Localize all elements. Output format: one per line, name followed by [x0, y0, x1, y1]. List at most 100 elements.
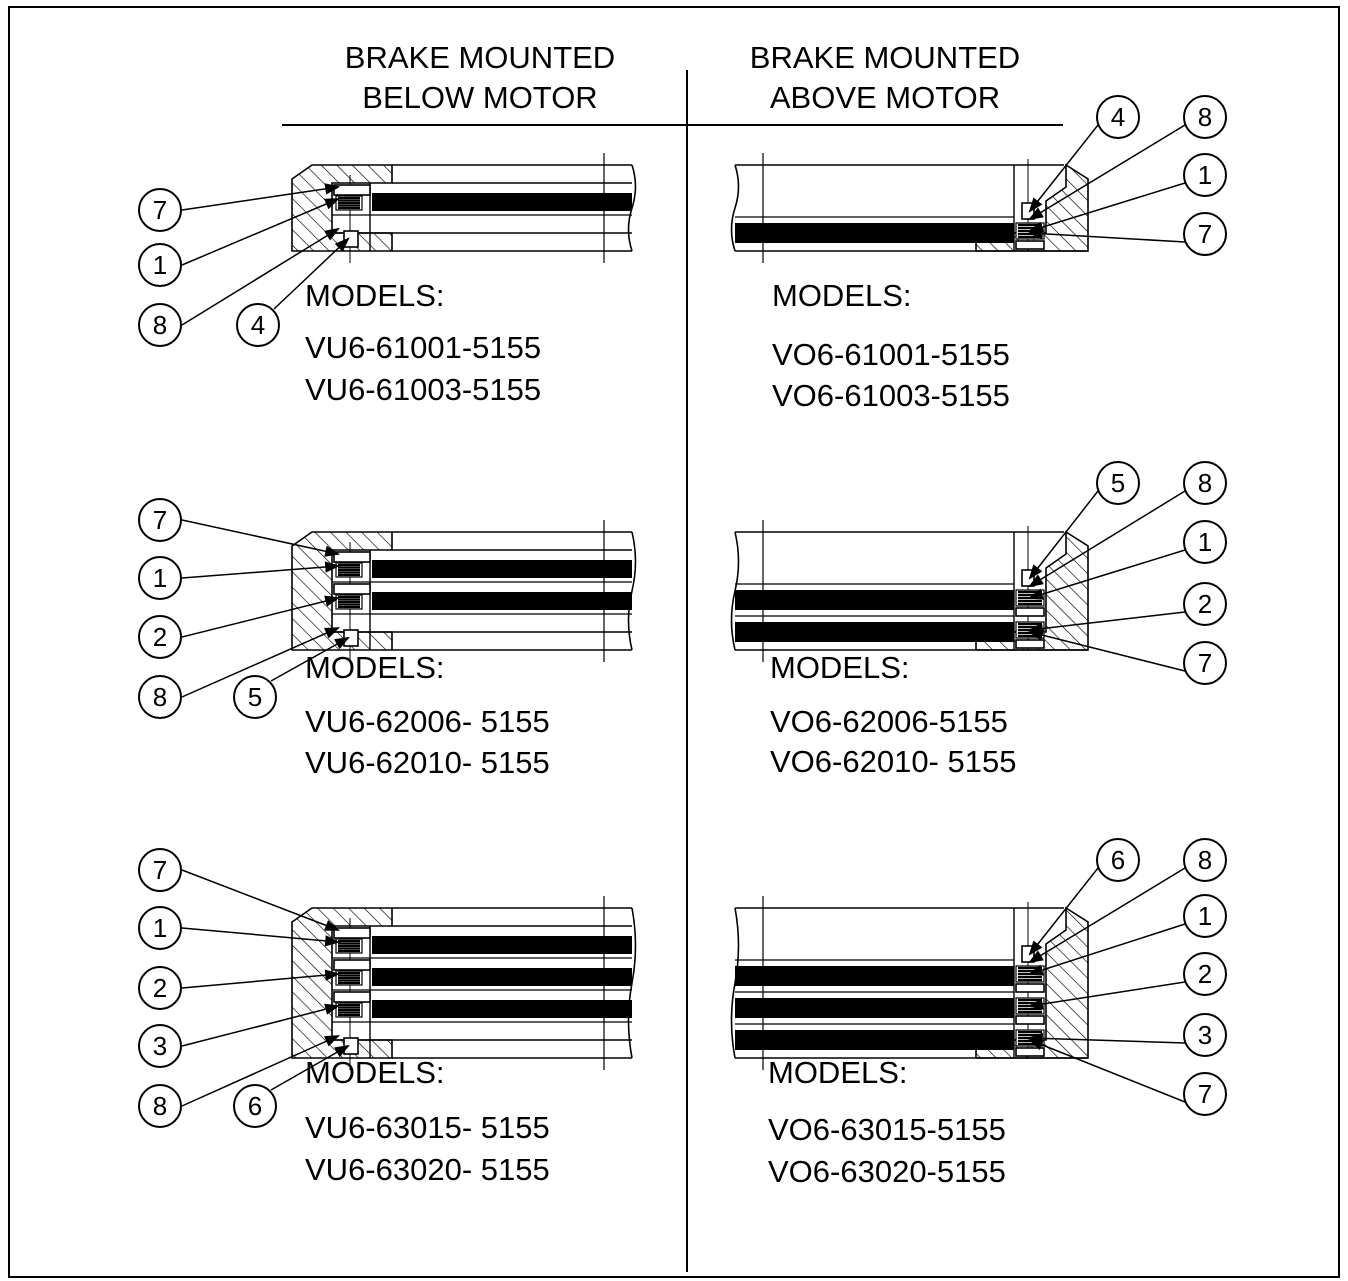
callout-1-3: 8 [138, 303, 182, 347]
break-line [730, 164, 740, 252]
callout-leader [181, 565, 339, 579]
callout-arrowhead [1028, 197, 1043, 213]
models-label-1: MODELS: [305, 278, 445, 313]
brake-section-3 [181, 519, 637, 698]
callout-leader [181, 869, 339, 931]
callout-arrowhead [324, 920, 341, 931]
callout-leader [181, 1035, 339, 1107]
brake-disc [372, 193, 632, 211]
callout-arrowhead [324, 1035, 341, 1047]
callout-leader [1029, 124, 1099, 212]
model-number-4-b: VO6-62010- 5155 [770, 744, 1017, 779]
model-number-2-a: VO6-61001-5155 [772, 337, 1010, 372]
callout-leader [1029, 490, 1186, 587]
callout-arrowhead [324, 1003, 341, 1015]
friction-plate [333, 583, 371, 595]
callout-leader [1029, 867, 1186, 963]
callout-leader [181, 927, 339, 943]
callout-leader [181, 186, 339, 211]
callout-leader [1029, 611, 1186, 631]
callout-6-3: 1 [1183, 894, 1227, 938]
callout-1-1: 7 [138, 188, 182, 232]
model-number-6-a: VO6-63015-5155 [768, 1112, 1006, 1147]
callout-leader [1029, 1037, 1186, 1044]
callout-leader [181, 597, 339, 638]
callout-arrowhead [324, 969, 341, 981]
callout-6-6: 7 [1183, 1072, 1227, 1116]
friction-plate [1015, 1047, 1045, 1057]
callout-leader [181, 228, 339, 326]
callout-5-4: 3 [138, 1024, 182, 1068]
brake-disc [735, 1030, 1014, 1050]
friction-plate [333, 991, 371, 1003]
callout-4-4: 2 [1183, 582, 1227, 626]
callout-4-3: 1 [1183, 520, 1227, 564]
brake-disc [735, 622, 1014, 642]
spring [335, 562, 363, 578]
brake-disc [372, 936, 632, 954]
callout-arrowhead [1028, 564, 1043, 580]
callout-arrowhead [334, 237, 350, 252]
callout-2-2: 8 [1183, 95, 1227, 139]
header-right: BRAKE MOUNTED ABOVE MOTOR [690, 38, 1080, 118]
brake-disc [735, 590, 1014, 610]
callout-1-4: 4 [236, 303, 280, 347]
callout-6-2: 8 [1183, 838, 1227, 882]
models-label-2: MODELS: [772, 278, 912, 313]
brake-disc [735, 998, 1014, 1018]
friction-plate [1015, 607, 1045, 617]
header-right-line1: BRAKE MOUNTED [749, 40, 1021, 75]
callout-3-2: 1 [138, 556, 182, 600]
callout-arrowhead [324, 183, 341, 195]
callout-leader [1029, 182, 1186, 232]
callout-leader [181, 973, 339, 989]
spring [335, 195, 363, 211]
callout-leader [1029, 631, 1186, 672]
callout-arrowhead [334, 1044, 350, 1058]
brake-section-4 [730, 490, 1186, 672]
spring [335, 1002, 363, 1018]
callout-3-4: 8 [138, 675, 182, 719]
callout-arrowhead [324, 561, 341, 573]
callout-2-1: 4 [1096, 95, 1140, 139]
brake-disc [735, 223, 1014, 243]
brake-disc [372, 968, 632, 986]
callout-4-1: 5 [1096, 461, 1140, 505]
model-number-2-b: VO6-61003-5155 [772, 378, 1010, 413]
callout-leader [181, 627, 339, 698]
callout-arrowhead [324, 935, 341, 947]
model-number-1-a: VU6-61001-5155 [305, 330, 542, 365]
callout-arrowhead [1027, 228, 1044, 240]
callout-2-3: 1 [1183, 153, 1227, 197]
model-number-5-a: VU6-63015- 5155 [305, 1110, 550, 1145]
diagram-frame [8, 6, 1340, 1278]
brake-section-5 [181, 869, 637, 1107]
spring [335, 970, 363, 986]
callout-arrowhead [324, 627, 341, 639]
callout-arrowhead [1027, 629, 1044, 641]
model-number-1-b: VU6-61003-5155 [305, 372, 542, 407]
callout-3-3: 2 [138, 615, 182, 659]
callout-5-2: 1 [138, 906, 182, 950]
callout-6-4: 2 [1183, 952, 1227, 996]
callout-leader [1029, 1039, 1186, 1103]
brake-disc [372, 592, 632, 610]
models-label-3: MODELS: [305, 650, 445, 685]
callout-arrowhead [324, 198, 341, 210]
friction-plate [333, 959, 371, 971]
callout-arrowhead [1027, 998, 1044, 1010]
friction-plate [333, 551, 371, 563]
callout-5-1: 7 [138, 848, 182, 892]
break-line [627, 531, 637, 651]
brake-section-1 [181, 153, 637, 326]
brake-disc [372, 1000, 632, 1018]
callout-leader [1029, 923, 1186, 975]
model-number-6-b: VO6-63020-5155 [768, 1154, 1006, 1189]
friction-plate [333, 927, 371, 939]
callout-leader [181, 198, 339, 266]
model-number-3-b: VU6-62010- 5155 [305, 745, 550, 780]
hatched-housing [291, 531, 393, 651]
callout-leader [1029, 232, 1186, 243]
callout-5-5: 8 [138, 1084, 182, 1128]
